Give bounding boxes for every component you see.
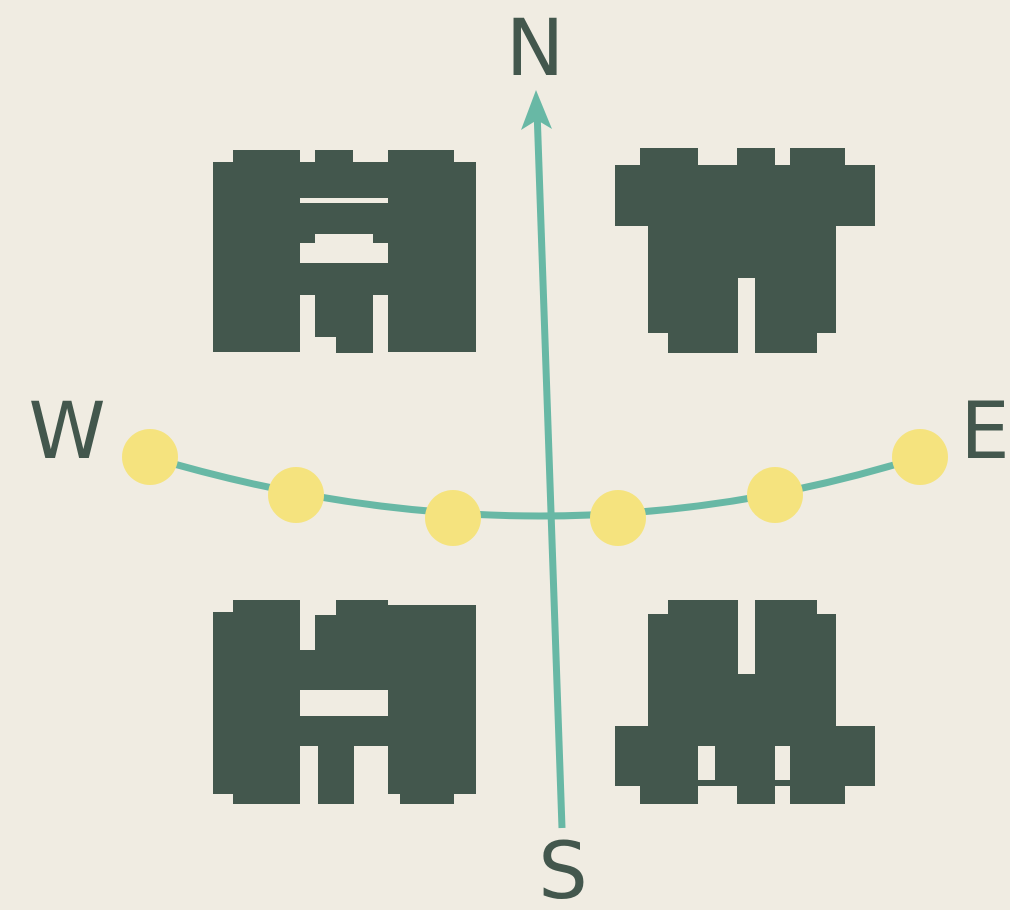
north-label: N <box>506 4 564 94</box>
sun-position <box>590 490 646 546</box>
building-north-west <box>213 150 476 353</box>
sun-path-arc <box>148 453 922 520</box>
east-label: E <box>960 387 1009 477</box>
west-label: W <box>28 387 105 477</box>
sun-position <box>268 467 324 523</box>
sun-position <box>122 429 178 485</box>
north-south-axis <box>533 109 566 829</box>
sun-positions <box>122 429 948 546</box>
building-south-west <box>213 600 476 804</box>
sun-position <box>425 490 481 546</box>
south-label: S <box>538 827 588 910</box>
north-arrow-icon <box>521 90 552 130</box>
sun-position <box>747 467 803 523</box>
building-courtyards <box>300 234 790 804</box>
sun-position <box>892 429 948 485</box>
